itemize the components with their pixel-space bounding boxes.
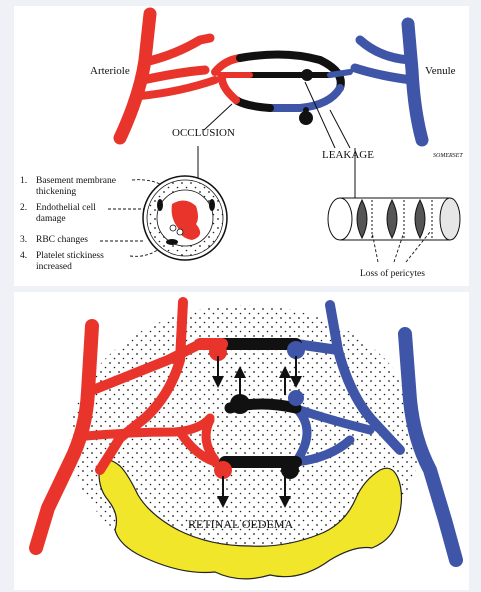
bottom-microaneurysm-lower-right	[281, 461, 299, 479]
cause-4-num: 4.	[20, 251, 27, 261]
cause-4-line2: increased	[36, 262, 72, 272]
microaneurysm-bottom	[299, 111, 313, 125]
cause-1-num: 1.	[20, 176, 27, 186]
cause-1-line2: thickening	[36, 187, 76, 197]
bottom-microaneurysm-mid-right	[288, 390, 304, 406]
cause-4-line1: Platelet stickiness	[36, 251, 104, 261]
venule-label: Venule	[425, 65, 456, 77]
pericytes-label: Loss of pericytes	[360, 268, 425, 279]
artist-signature: SOMERSET	[433, 153, 463, 159]
occlusion-label: OCCLUSION	[172, 127, 235, 139]
microaneurysm-top	[301, 69, 313, 81]
leakage-label: LEAKAGE	[322, 149, 374, 161]
pericyte-cylinder	[328, 198, 460, 240]
cause-2-num: 2.	[20, 203, 27, 213]
cause-1-line1: Basement membrane	[36, 176, 116, 186]
capillary-cross-venous	[330, 72, 350, 75]
bottom-microaneurysm-mid	[230, 394, 250, 414]
cause-2-line2: damage	[36, 214, 66, 224]
microaneurysm-stem	[303, 107, 309, 113]
cause-2-line1: Endothelial cell	[36, 203, 96, 213]
cause-3-line1: RBC changes	[36, 235, 88, 245]
cause-3-num: 3.	[20, 235, 27, 245]
capillary-cross-section	[143, 176, 227, 260]
arteriole-label: Arteriole	[90, 65, 130, 77]
oedema-label: RETINAL OEDEMA	[188, 517, 294, 531]
